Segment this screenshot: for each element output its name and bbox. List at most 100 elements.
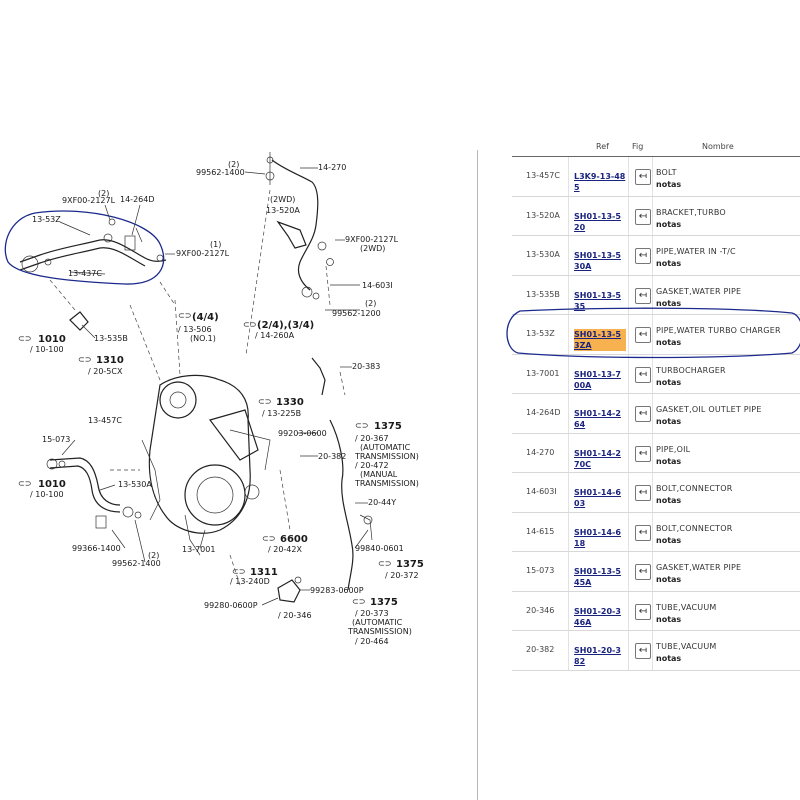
row-part-number-link[interactable]: L3K9-13-485: [574, 172, 626, 192]
row-part-number-link[interactable]: SH01-13-700A: [574, 369, 621, 390]
cart-return-icon[interactable]: ↤: [635, 327, 651, 343]
diagram-label: / 10-100: [30, 490, 64, 499]
reference-icon: ⊂⊃: [352, 597, 365, 606]
row-part-number-link[interactable]: SH01-13-535: [574, 290, 621, 311]
row-notes-link[interactable]: notas: [656, 575, 682, 584]
row-part-number-link[interactable]: SH01-14-264: [574, 409, 621, 429]
row-notes-link[interactable]: notas: [656, 417, 682, 426]
diagram-label: (2WD): [270, 195, 295, 204]
row-notes-link[interactable]: notas: [656, 456, 682, 466]
reference-icon: ⊂⊃: [258, 397, 271, 406]
cart-return-icon[interactable]: ↤: [635, 524, 651, 541]
diagram-reference[interactable]: 1375: [374, 421, 402, 432]
row-notes-link[interactable]: notas: [656, 338, 682, 347]
diagram-label: 99280-0600P: [204, 601, 258, 610]
row-part-number-link[interactable]: SH01-14-603: [574, 488, 621, 508]
diagram-label: 9XF00-2127L: [176, 249, 230, 258]
row-part-name: BOLT: [656, 168, 677, 177]
diagram-reference[interactable]: (2/4),(3/4): [257, 320, 314, 331]
row-code: 15-073: [526, 566, 555, 575]
diagram-label: 13-520A: [266, 206, 300, 215]
row-code: 13-530A: [526, 250, 560, 259]
row-part-number-link[interactable]: SH01-20-382: [574, 646, 621, 666]
diagram-reference[interactable]: 1010: [38, 334, 66, 345]
reference-icon: ⊂⊃: [178, 311, 191, 320]
diagram-label: 15-073: [42, 435, 70, 444]
row-notes-link[interactable]: notas: [656, 377, 682, 387]
row-notes-link[interactable]: notas: [656, 496, 682, 505]
diagram-reference[interactable]: 1310: [96, 355, 124, 366]
row-notes-link[interactable]: notas: [656, 219, 682, 229]
row-part-number-link[interactable]: SH01-13-520: [574, 211, 621, 232]
highlight-annotation: [506, 307, 800, 359]
diagram-label: 13-53Z: [32, 215, 61, 224]
row-part-number-link[interactable]: SH01-20-346A: [574, 606, 621, 627]
cart-return-icon[interactable]: ↤: [635, 406, 651, 422]
diagram-label: / 13-506: [178, 325, 212, 334]
diagram-label: / 10-100: [30, 345, 64, 354]
row-code: 13-520A: [526, 210, 560, 220]
cart-return-icon[interactable]: ↤: [635, 445, 651, 462]
row-code: 14-615: [526, 526, 555, 536]
cart-return-icon[interactable]: ↤: [635, 564, 651, 580]
diagram-reference[interactable]: (4/4): [192, 312, 219, 323]
diagram-label: (2): [98, 189, 109, 198]
diagram-label: (2): [228, 160, 239, 169]
cart-return-icon[interactable]: ↤: [635, 366, 651, 383]
row-notes-link[interactable]: notas: [656, 535, 682, 545]
row-notes-link[interactable]: notas: [656, 298, 682, 308]
header-ref: Ref: [596, 142, 609, 151]
row-part-name: TUBE,VACUUM: [656, 602, 717, 612]
diagram-label: 13-535B: [94, 334, 128, 343]
row-part-number-link[interactable]: SH01-14-618: [574, 527, 621, 548]
diagram-label: 13-7001: [182, 545, 215, 554]
row-part-name: PIPE,WATER IN -T/C: [656, 247, 736, 256]
cart-return-icon[interactable]: ↤: [635, 603, 651, 620]
diagram-label: / 20-367: [355, 434, 389, 443]
diagram-label: 99562-1400: [196, 168, 245, 177]
diagram-reference[interactable]: 1010: [38, 479, 66, 490]
row-part-number-link[interactable]: SH01-13-545A: [574, 567, 621, 587]
row-notes-link[interactable]: notas: [656, 614, 682, 624]
diagram-label: 14-603I: [362, 281, 393, 290]
diagram-label: 13-457C: [88, 416, 122, 425]
diagram-reference[interactable]: 1311: [250, 567, 278, 578]
diagram-label: 9XF00-2127L: [345, 235, 399, 244]
row-part-number-link[interactable]: SH01-13-53ZA: [574, 329, 626, 351]
diagram-reference[interactable]: 6600: [280, 534, 308, 545]
diagram-reference[interactable]: 1330: [276, 397, 304, 408]
panel-divider: [477, 150, 478, 800]
diagram-label: / 20-464: [355, 637, 389, 646]
cart-return-icon[interactable]: ↤: [635, 208, 651, 225]
diagram-label: 99562-1400: [112, 559, 161, 568]
row-part-number-link[interactable]: SH01-13-530A: [574, 251, 621, 271]
diagram-label: 9XF00-2127L: [62, 196, 116, 205]
diagram-label: 99840-0601: [355, 544, 404, 553]
row-part-number-link[interactable]: SH01-14-270C: [574, 448, 621, 469]
reference-icon: ⊂⊃: [378, 559, 391, 568]
diagram-reference[interactable]: 1375: [396, 559, 424, 570]
diagram-label: (2): [365, 299, 376, 308]
cart-return-icon[interactable]: ↤: [635, 485, 651, 501]
row-notes-link[interactable]: notas: [656, 654, 682, 663]
reference-icon: ⊂⊃: [18, 479, 31, 488]
row-notes-link[interactable]: notas: [656, 180, 682, 189]
table-header: Ref Fig Nombre: [512, 140, 800, 157]
reference-icon: ⊂⊃: [355, 421, 368, 430]
cart-return-icon[interactable]: ↤: [635, 643, 651, 659]
row-code: 14-603I: [526, 487, 557, 496]
header-name: Nombre: [702, 142, 734, 151]
cart-return-icon[interactable]: ↤: [635, 169, 651, 185]
reference-icon: ⊂⊃: [78, 355, 91, 364]
row-part-name: BOLT,CONNECTOR: [656, 484, 733, 493]
cart-return-icon[interactable]: ↤: [635, 248, 651, 264]
cart-return-icon[interactable]: ↤: [635, 287, 651, 304]
row-part-name: GASKET,WATER PIPE: [656, 286, 742, 296]
row-notes-link[interactable]: notas: [656, 259, 682, 268]
diagram-reference[interactable]: 1375: [370, 597, 398, 608]
